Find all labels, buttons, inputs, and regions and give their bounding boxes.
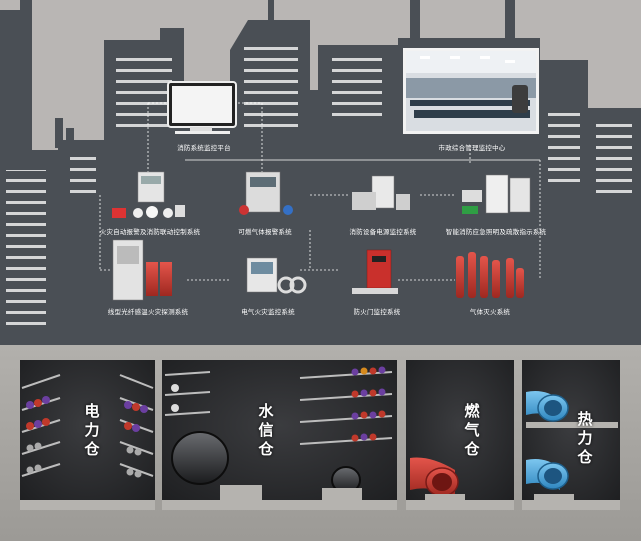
city-management-center-photo (403, 48, 539, 134)
fire-equipment-power-monitor-label: 消防设备电源监控系统 (349, 228, 417, 236)
fire-monitor-platform-label: 消防系统监控平台 (177, 144, 231, 152)
gas-compartment-label: 燃气仓 (464, 402, 480, 458)
gas-extinguishing-label: 气体灭火系统 (469, 308, 511, 316)
fire-alarm-linkage-label: 火灾自动报警及消防联动控制系统 (99, 228, 201, 236)
electric-fire-monitor-devices (246, 257, 307, 294)
fire-monitor-platform-display (167, 81, 237, 134)
heat-compartment-label: 热力仓 (577, 410, 593, 466)
linear-fiber-temp-devices (112, 239, 172, 301)
building-windows (6, 40, 632, 325)
emergency-lighting-label: 智能消防应急照明及疏散指示系统 (445, 228, 547, 236)
emergency-lighting-devices (462, 174, 531, 214)
water-telecom-compartment-label: 水信仓 (258, 402, 274, 458)
heat-compartment (522, 360, 620, 510)
fire-door-monitor-devices (352, 249, 398, 294)
combustible-gas-alarm-devices (239, 171, 293, 215)
connection-lines (99, 102, 541, 281)
fire-door-monitor-label: 防火门监控系统 (353, 308, 401, 316)
combustible-gas-alarm-label: 可燃气体报警系统 (238, 228, 292, 236)
power-compartment-label: 电力仓 (84, 402, 100, 458)
power-compartment (20, 360, 155, 510)
linear-fiber-temp-label: 线型光纤感温火灾探测系统 (107, 308, 189, 316)
water-telecom-compartment (162, 360, 397, 510)
gas-compartment (406, 360, 514, 510)
electric-fire-monitor-label: 电气火灾监控系统 (241, 308, 295, 316)
fire-equipment-power-monitor-devices (352, 175, 410, 210)
city-management-center-label: 市政综合管理监控中心 (438, 144, 506, 152)
fire-alarm-linkage-devices (112, 171, 185, 218)
gas-extinguishing-devices (456, 252, 524, 298)
